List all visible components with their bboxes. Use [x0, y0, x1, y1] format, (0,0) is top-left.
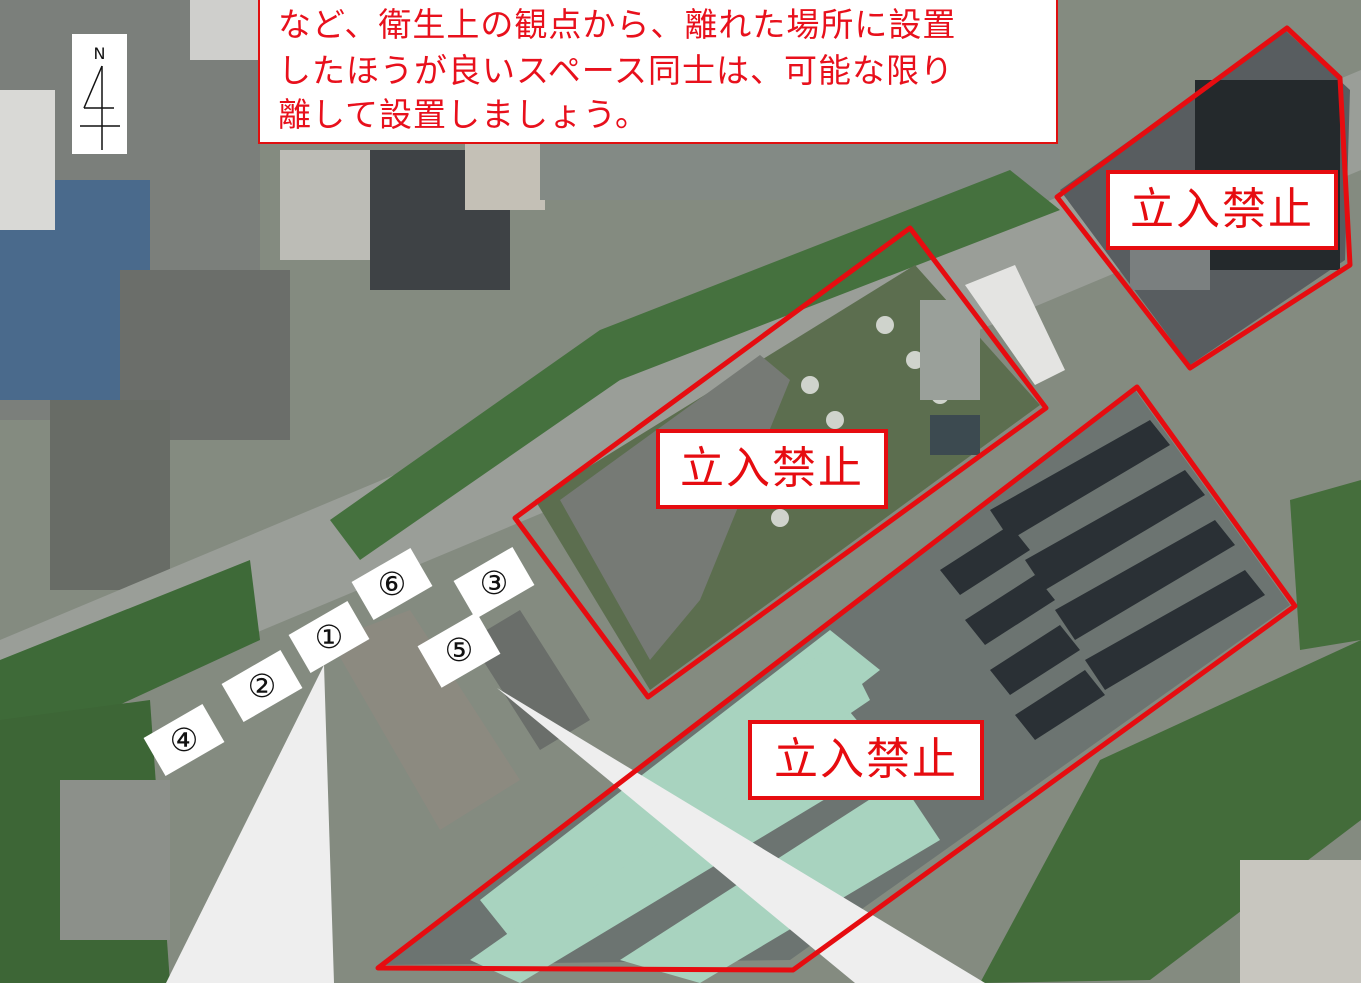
restricted-outline-south	[375, 384, 1298, 973]
facility-marker-6[interactable]: ⑥	[377, 565, 407, 603]
facility-marker-1[interactable]: ①	[314, 618, 344, 656]
notice-line-1: など、衛生上の観点から、離れた場所に設置	[278, 5, 957, 44]
restricted-label-northeast: 立入禁止	[1106, 170, 1338, 250]
notice-line-3: 離して設置しましょう。	[278, 95, 650, 134]
restricted-label-south: 立入禁止	[748, 720, 984, 800]
facility-marker-4[interactable]: ④	[169, 721, 199, 759]
facility-marker-3[interactable]: ③	[479, 564, 509, 602]
callout-beam-1	[166, 665, 334, 983]
facility-marker-2[interactable]: ②	[247, 667, 277, 705]
restricted-outline-middle	[512, 225, 1049, 700]
north-arrow: N	[72, 34, 127, 154]
restricted-label-middle: 立入禁止	[656, 429, 888, 509]
notice-line-2: したほうが良いスペース同士は、可能な限り	[278, 51, 955, 90]
facility-marker-5[interactable]: ⑤	[444, 631, 474, 669]
callout-beam-5	[497, 688, 985, 983]
notice-callout: など、衛生上の観点から、離れた場所に設置 したほうが良いスペース同士は、可能な限…	[258, 0, 1058, 144]
north-arrow-icon	[80, 65, 120, 150]
marker-backdrops	[143, 546, 535, 777]
restricted-outline-northeast	[1054, 25, 1353, 371]
north-label: N	[93, 44, 106, 63]
